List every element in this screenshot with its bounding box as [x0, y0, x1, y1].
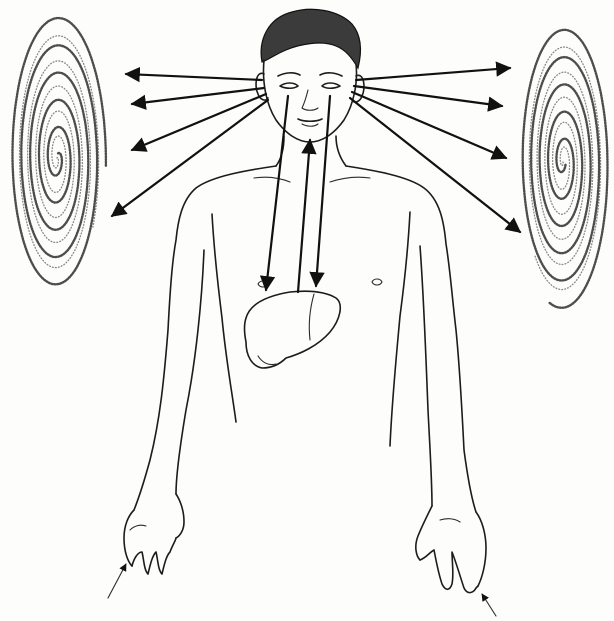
collarbone-left: [254, 177, 290, 182]
right-nipple: [372, 279, 382, 285]
arrow-left-4: [112, 100, 268, 216]
right-eye: [322, 83, 340, 88]
mouth: [298, 119, 322, 121]
arrow-right-1: [356, 68, 510, 80]
torso-left-side: [212, 214, 236, 422]
liver-gallbladder: [258, 356, 276, 365]
body-outline: [134, 166, 276, 510]
left-arm-inner: [176, 250, 204, 494]
arrow-right-3: [352, 92, 506, 158]
nose: [302, 90, 318, 110]
hair: [261, 9, 360, 68]
arrow-left-1: [126, 74, 262, 80]
liver: [245, 291, 341, 368]
right-spiral-vortex: [523, 30, 608, 308]
right-hand: [416, 506, 486, 593]
left-spiral-vortex: [13, 18, 106, 284]
left-brow: [278, 73, 300, 76]
neck-right: [336, 136, 346, 166]
arrows-eyes-liver: [266, 96, 330, 292]
arrows-to-right-vortex: [350, 68, 520, 232]
collarbone-right: [330, 177, 370, 182]
left-eye: [280, 83, 298, 88]
arrow-right-4: [350, 98, 520, 232]
torso-right-side: [390, 212, 410, 446]
arrow-left-2: [132, 88, 264, 104]
right-arm-inner: [420, 246, 432, 506]
spiral-stroke: [523, 30, 608, 308]
body-outline-right: [346, 166, 476, 512]
arrow-eye-to-liver-left: [266, 96, 288, 290]
pointer-left-hand: [108, 564, 126, 598]
spiral-stroke: [13, 18, 106, 284]
pointer-right-hand: [482, 594, 496, 616]
liver-lobe-line: [309, 294, 314, 340]
arrow-liver-to-mouth: [298, 140, 310, 292]
right-brow: [320, 73, 342, 76]
head: [256, 9, 364, 142]
lower-lip: [302, 124, 318, 126]
face-outline: [264, 60, 357, 142]
left-hand: [124, 494, 184, 574]
